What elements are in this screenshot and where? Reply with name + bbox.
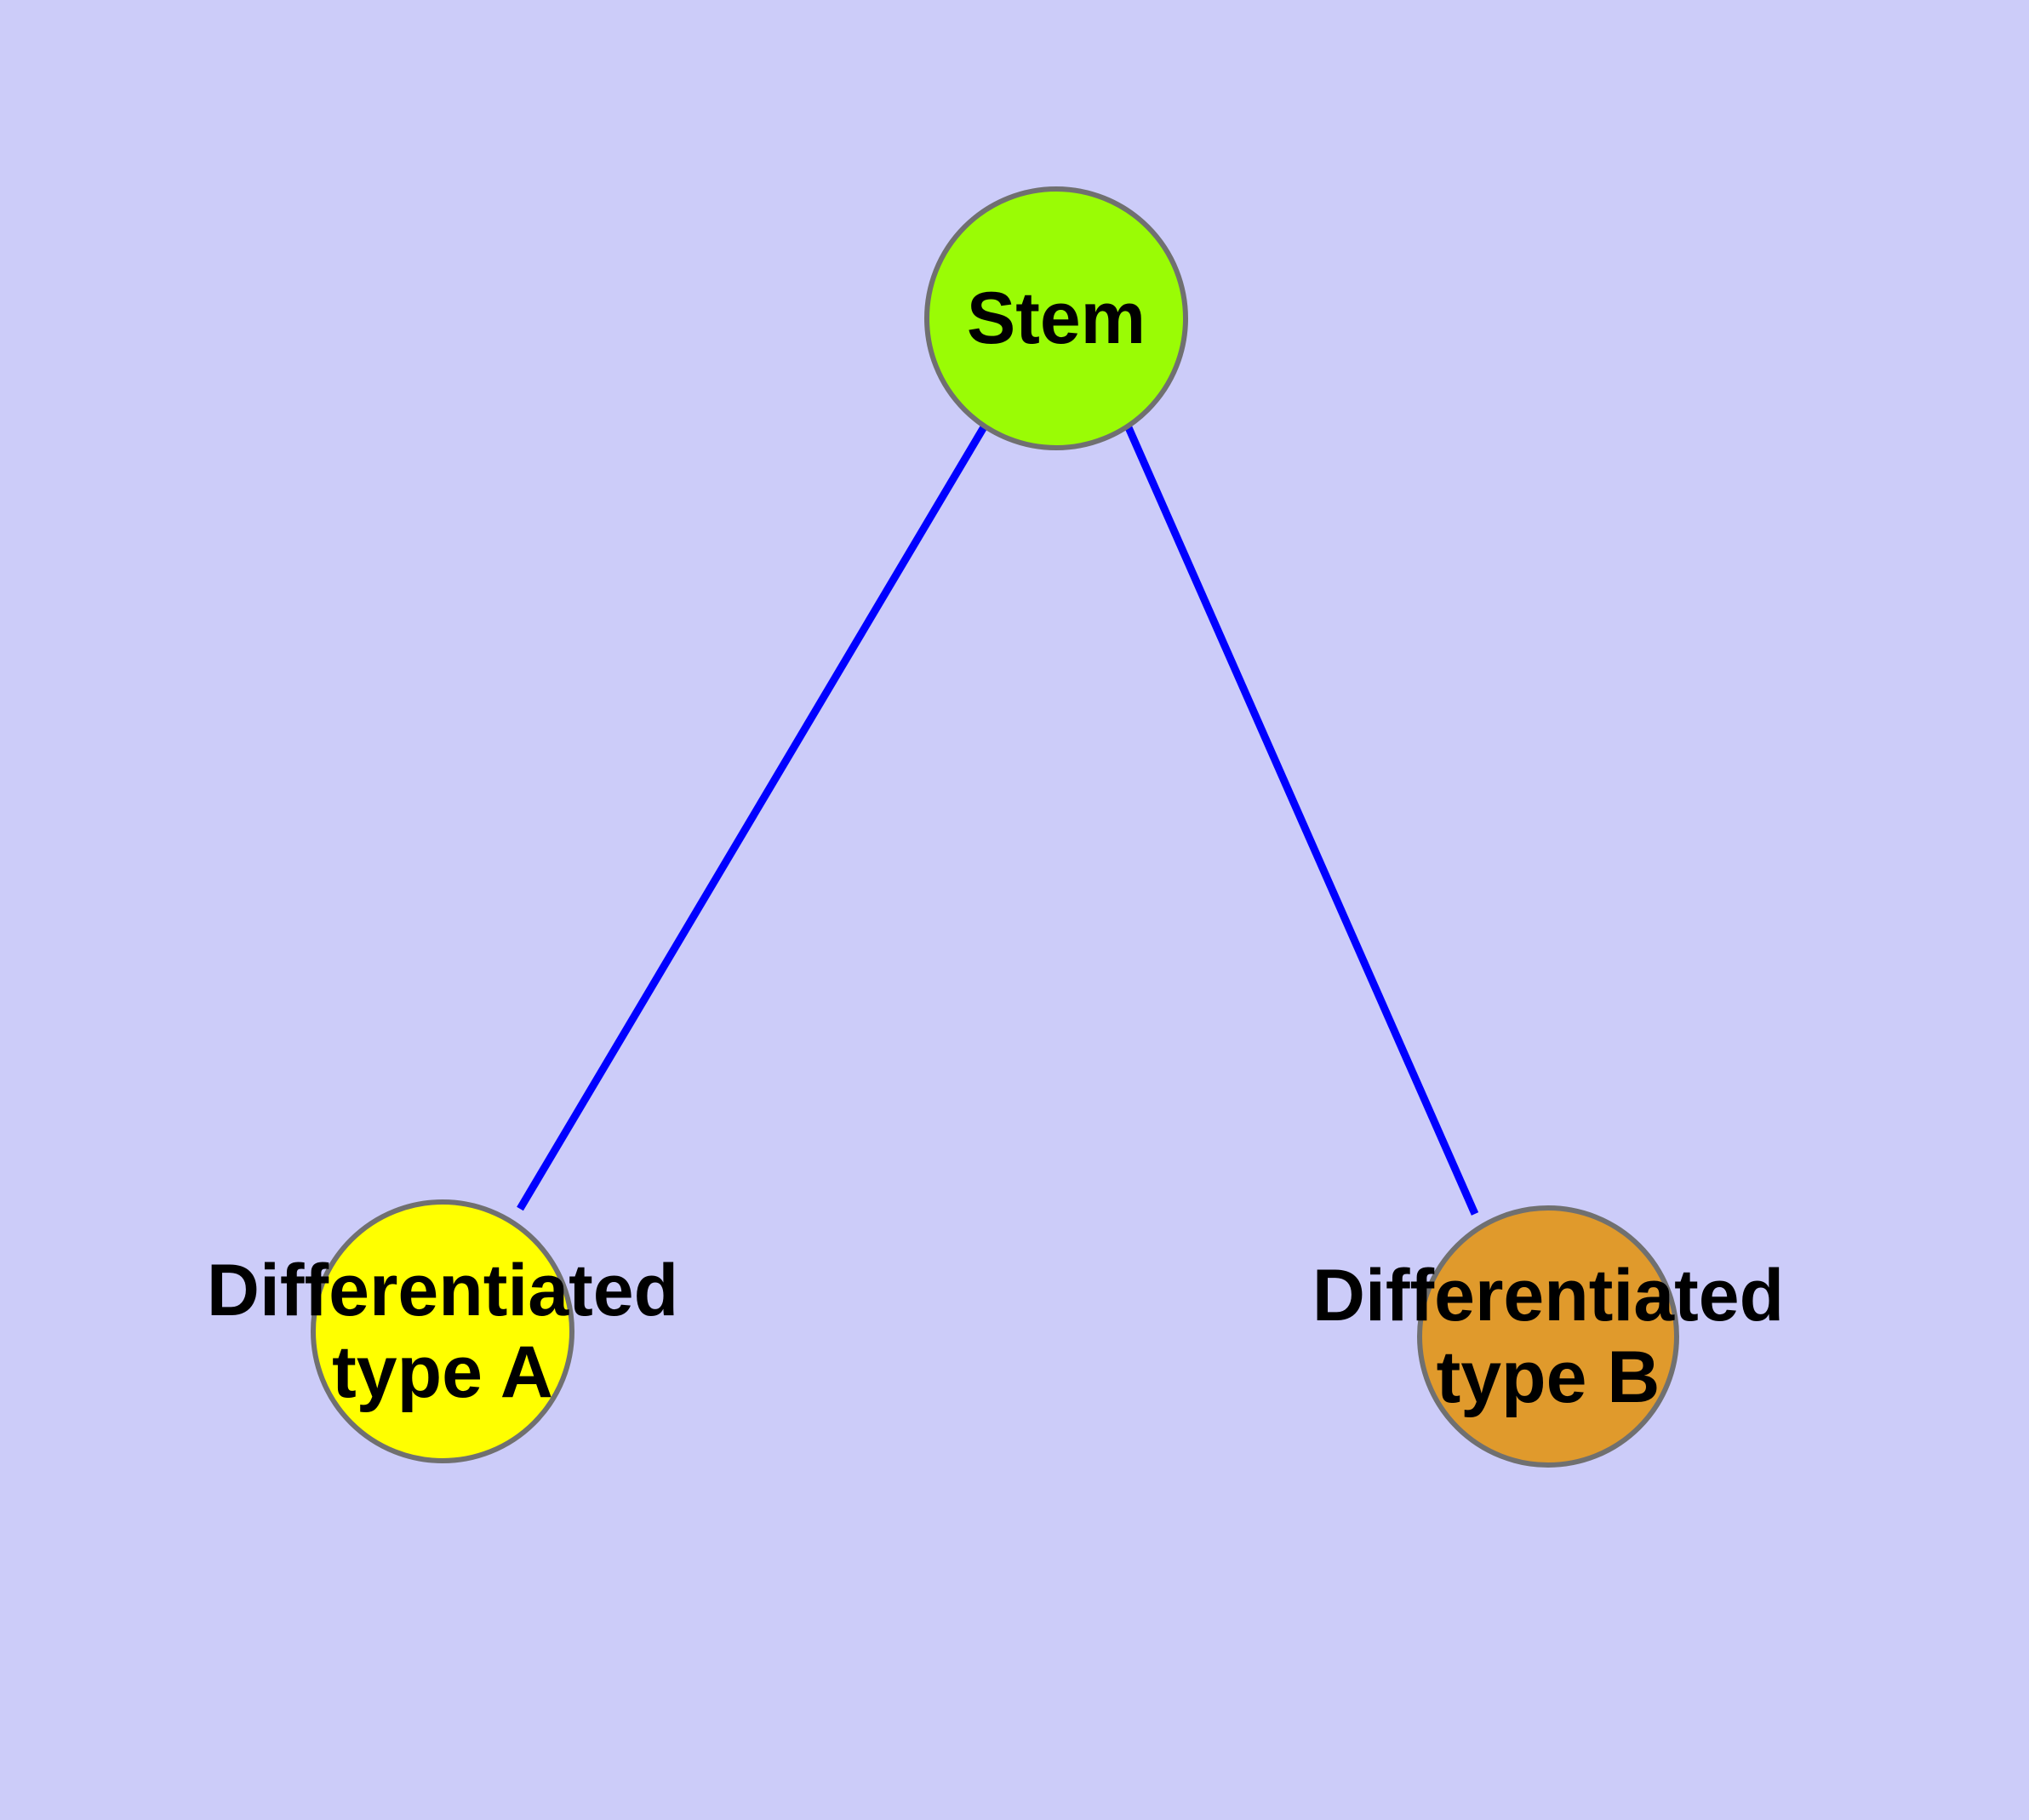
label-line: type A [332,1331,553,1413]
label-line: type B [1437,1336,1660,1418]
node-stem[interactable] [924,186,1188,450]
node-label-stem: Stem [967,278,1146,359]
edge-stem-to-a [517,423,988,1211]
node-diff_a[interactable] [311,1199,574,1463]
edge-stem-to-b [1123,424,1479,1216]
label-line: Stem [967,278,1146,359]
label-line: Differentiated [207,1250,678,1331]
node-diff_b[interactable] [1417,1205,1679,1468]
edges-layer [517,423,1479,1216]
label-line: Differentiated [1312,1255,1784,1336]
nodes-layer [311,186,1679,1468]
